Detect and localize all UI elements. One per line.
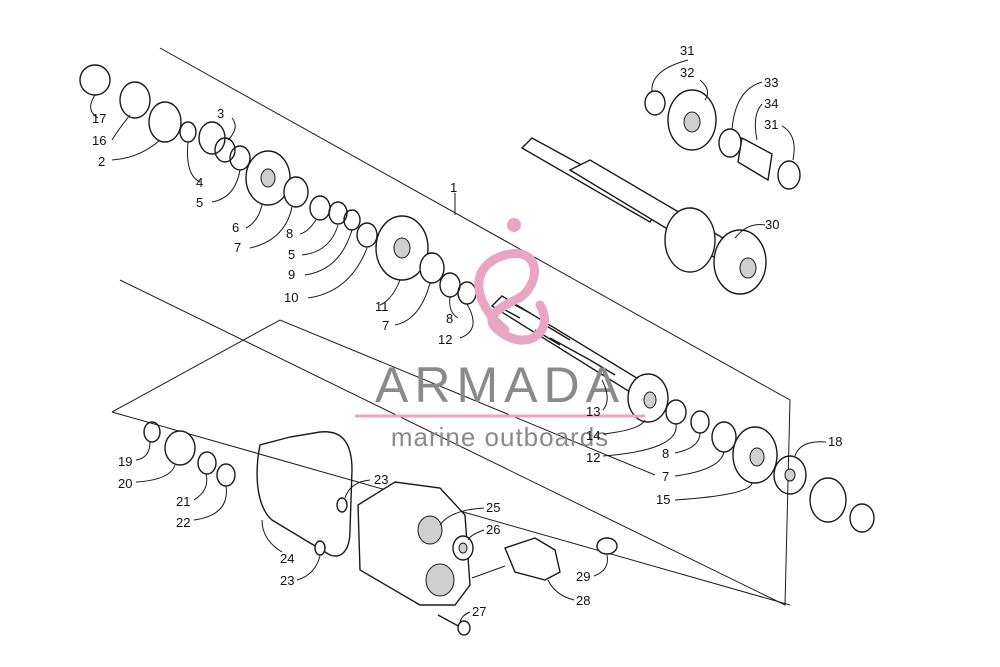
washer-31b — [777, 160, 801, 190]
countershaft — [520, 137, 767, 295]
dowel-pins-23 — [314, 497, 348, 556]
callout-12a: 12 — [438, 332, 452, 347]
nut-20 — [164, 430, 196, 466]
washer-18 — [773, 455, 807, 495]
needle-bearing-4 — [198, 121, 226, 155]
callout-7a: 7 — [234, 240, 241, 255]
circlip-22 — [216, 463, 236, 487]
watermark-logo — [355, 218, 645, 418]
callout-9: 9 — [288, 267, 295, 282]
callout-10: 10 — [284, 290, 298, 305]
oil-seal-26 — [452, 535, 474, 561]
watermark-tagline: marine outboards — [391, 422, 609, 452]
bushing-34 — [737, 136, 773, 182]
callout-2: 2 — [98, 154, 105, 169]
upper-assembly-frame — [119, 47, 791, 606]
washer-12b — [665, 399, 687, 425]
callout-3: 3 — [217, 106, 224, 121]
lower-left-parts — [143, 421, 236, 487]
bearing-large — [809, 477, 847, 523]
cover-housing — [357, 481, 471, 606]
washer-3 — [214, 137, 236, 163]
washer-21 — [197, 451, 217, 475]
callout-31b: 31 — [764, 117, 778, 132]
callout-11: 11 — [375, 299, 389, 314]
bolt-27 — [437, 614, 471, 636]
callout-12b: 12 — [586, 450, 600, 465]
bearing-7b — [419, 252, 445, 284]
callout-5b: 5 — [288, 247, 295, 262]
sensor-28 — [504, 537, 561, 581]
bearing-7a — [283, 176, 309, 208]
callout-5a: 5 — [196, 195, 203, 210]
watermark-brand: ARMADA — [375, 357, 625, 413]
bearing-33 — [718, 128, 742, 158]
callout-7c: 7 — [662, 469, 669, 484]
callout-18: 18 — [828, 434, 842, 449]
bolt-29 — [596, 537, 618, 555]
washer-9 — [343, 209, 361, 231]
callout-17: 17 — [92, 111, 106, 126]
callout-8b: 8 — [446, 311, 453, 326]
washer-12a — [457, 281, 477, 305]
callout-30: 30 — [765, 217, 779, 232]
callout-16: 16 — [92, 133, 106, 148]
callout-8a: 8 — [286, 226, 293, 241]
callout-7b: 7 — [382, 318, 389, 333]
callout-15: 15 — [656, 492, 670, 507]
dog-clutch-2 — [148, 101, 182, 143]
callout-4: 4 — [196, 175, 203, 190]
callout-24: 24 — [280, 551, 294, 566]
callouts: 17 16 2 3 4 5 6 7 8 5 9 10 11 7 8 12 1 3… — [90, 43, 842, 623]
callout-28: 28 — [576, 593, 590, 608]
callout-31a: 31 — [680, 43, 694, 58]
washer-8b — [439, 272, 461, 298]
gasket-24 — [256, 431, 353, 557]
callout-1: 1 — [450, 180, 457, 195]
circlip-19 — [143, 421, 161, 443]
bearing-small — [849, 503, 875, 533]
callout-22: 22 — [176, 515, 190, 530]
washer-8c — [690, 410, 710, 434]
callout-8c: 8 — [662, 446, 669, 461]
callout-20: 20 — [118, 476, 132, 491]
callout-6: 6 — [232, 220, 239, 235]
callout-33: 33 — [764, 75, 778, 90]
callout-21: 21 — [176, 494, 190, 509]
gear-16 — [119, 81, 151, 119]
callout-14: 14 — [586, 428, 600, 443]
callout-23a: 23 — [374, 472, 388, 487]
callout-13: 13 — [586, 404, 600, 419]
bearing-7c — [711, 421, 737, 453]
upper-right-parts — [644, 89, 801, 190]
circlip-17 — [79, 64, 111, 96]
callout-19: 19 — [118, 454, 132, 469]
callout-27: 27 — [472, 604, 486, 619]
lower-right-parts — [627, 373, 875, 533]
washer-8a — [309, 195, 331, 221]
callout-34: 34 — [764, 96, 778, 111]
callout-23b: 23 — [280, 573, 294, 588]
washer-31a — [644, 90, 666, 116]
callout-25: 25 — [486, 500, 500, 515]
gear-stack-upper — [79, 64, 477, 305]
callout-26: 26 — [486, 522, 500, 537]
lock-10 — [356, 222, 378, 248]
callout-29: 29 — [576, 569, 590, 584]
callout-32: 32 — [680, 65, 694, 80]
